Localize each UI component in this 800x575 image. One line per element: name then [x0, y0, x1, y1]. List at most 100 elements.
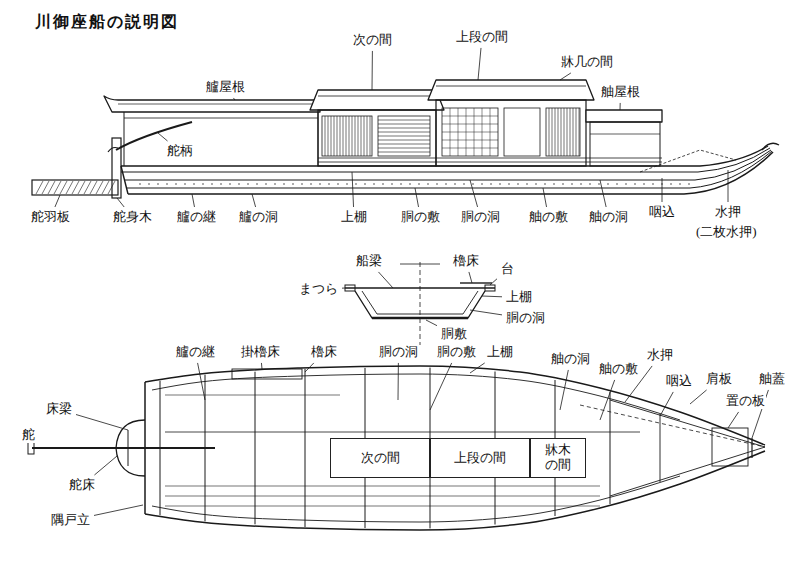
rivet-dot — [445, 183, 446, 184]
rivet-dot — [427, 183, 428, 184]
cabin-post — [124, 112, 125, 166]
leader-line — [378, 272, 393, 288]
rivet-dot — [652, 183, 653, 184]
rivet-dot — [175, 183, 176, 184]
lattice-slat — [564, 108, 565, 156]
rivet-dot — [463, 183, 464, 184]
rudder-hatch — [96, 181, 103, 194]
part-name: 艫屋根 — [205, 80, 246, 95]
part-name: 咽込 — [648, 205, 676, 220]
rivet-dot — [346, 183, 347, 184]
rivet-dot — [355, 183, 356, 184]
frame-line — [160, 381, 161, 515]
bow-cabin-rail — [590, 134, 660, 135]
upper-room-roof — [428, 80, 594, 100]
rudder-hatch — [42, 181, 49, 194]
rudder-hatch — [90, 181, 97, 194]
lattice-panel — [546, 108, 580, 156]
rudder-blade — [32, 180, 118, 195]
leader-line — [470, 363, 485, 373]
part-name: 胴の洞 — [460, 210, 501, 225]
plank-line — [165, 395, 340, 396]
deck-rail — [318, 158, 662, 159]
leader-line — [398, 363, 399, 400]
rivet-dot — [517, 183, 518, 184]
rivet-dot — [571, 183, 572, 184]
window-slat — [378, 128, 430, 129]
lattice-slat — [367, 116, 368, 156]
bow-cabin-wall — [590, 122, 660, 166]
plank-line — [165, 506, 600, 507]
rivet-dot — [526, 183, 527, 184]
leader-line — [469, 272, 472, 283]
shoulder-board — [660, 414, 661, 482]
rivet-dot — [589, 183, 590, 184]
rivet-dot — [418, 183, 419, 184]
bow-tip — [762, 143, 779, 150]
part-name: 水押 — [646, 348, 674, 363]
lattice-panel — [322, 116, 372, 156]
lower-strake-line — [126, 151, 772, 188]
part-name: 舳の洞 — [550, 352, 591, 367]
lattice-slat — [549, 108, 550, 156]
hull-inner — [362, 291, 478, 314]
lattice-slat — [346, 116, 347, 156]
stern-roof — [104, 96, 320, 112]
rivet-dot — [391, 183, 392, 184]
hull-bottom — [128, 152, 773, 194]
roof-ridge — [318, 96, 436, 97]
leader-line — [470, 180, 478, 207]
rivet-dot — [328, 183, 329, 184]
rivet-dot — [238, 183, 239, 184]
rivet-dot — [436, 183, 437, 184]
bow-roof — [586, 110, 662, 122]
leader-line — [55, 195, 60, 207]
rivet-dot — [634, 183, 635, 184]
plan-gunwale-inner — [152, 374, 680, 420]
rivet-dot — [166, 183, 167, 184]
rivet-dot — [148, 183, 149, 184]
rivet-dot — [274, 183, 275, 184]
window-slat — [378, 120, 430, 121]
leader-line — [233, 98, 235, 100]
rivet-dot — [544, 183, 545, 184]
rivet-dot — [508, 183, 509, 184]
oar-deck — [460, 282, 492, 283]
leader-line — [198, 363, 205, 400]
rivet-dot — [616, 183, 617, 184]
leader-line — [660, 392, 673, 416]
lattice-slat — [370, 116, 371, 156]
hanging-oar-deck — [232, 369, 302, 379]
stern-transom — [121, 166, 128, 194]
lattice-slat — [331, 116, 332, 156]
part-name: 胴の洞 — [505, 311, 546, 326]
leader-line — [600, 180, 606, 207]
rivet-dot — [373, 183, 374, 184]
rivet-dot — [481, 183, 482, 184]
part-name: 胴の洞 — [378, 345, 419, 360]
hull-section — [355, 291, 485, 318]
rivet-dot — [157, 183, 158, 184]
rivet-dot — [499, 183, 500, 184]
lattice-slat — [555, 108, 556, 156]
deck-rail — [318, 162, 662, 163]
leader-line — [261, 363, 263, 369]
lattice-slat — [570, 108, 571, 156]
lattice-slat — [358, 116, 359, 156]
rivet-dot — [607, 183, 608, 184]
rivet-dot — [409, 183, 410, 184]
rudder-hatch — [72, 181, 79, 194]
window-slat — [378, 140, 430, 141]
leader-line — [252, 194, 256, 207]
leader-line — [76, 415, 128, 430]
lattice-slat — [561, 108, 562, 156]
leader-line — [470, 310, 502, 315]
part-name: 床梁 — [45, 402, 73, 417]
rivet-dot — [301, 183, 302, 184]
rivet-dot — [688, 183, 689, 184]
rudder-hatch — [84, 181, 91, 194]
part-name: 艫の継 — [176, 210, 217, 225]
lattice-slat — [567, 108, 568, 156]
rudder-hatch — [48, 181, 55, 194]
rivet-dot — [364, 183, 365, 184]
